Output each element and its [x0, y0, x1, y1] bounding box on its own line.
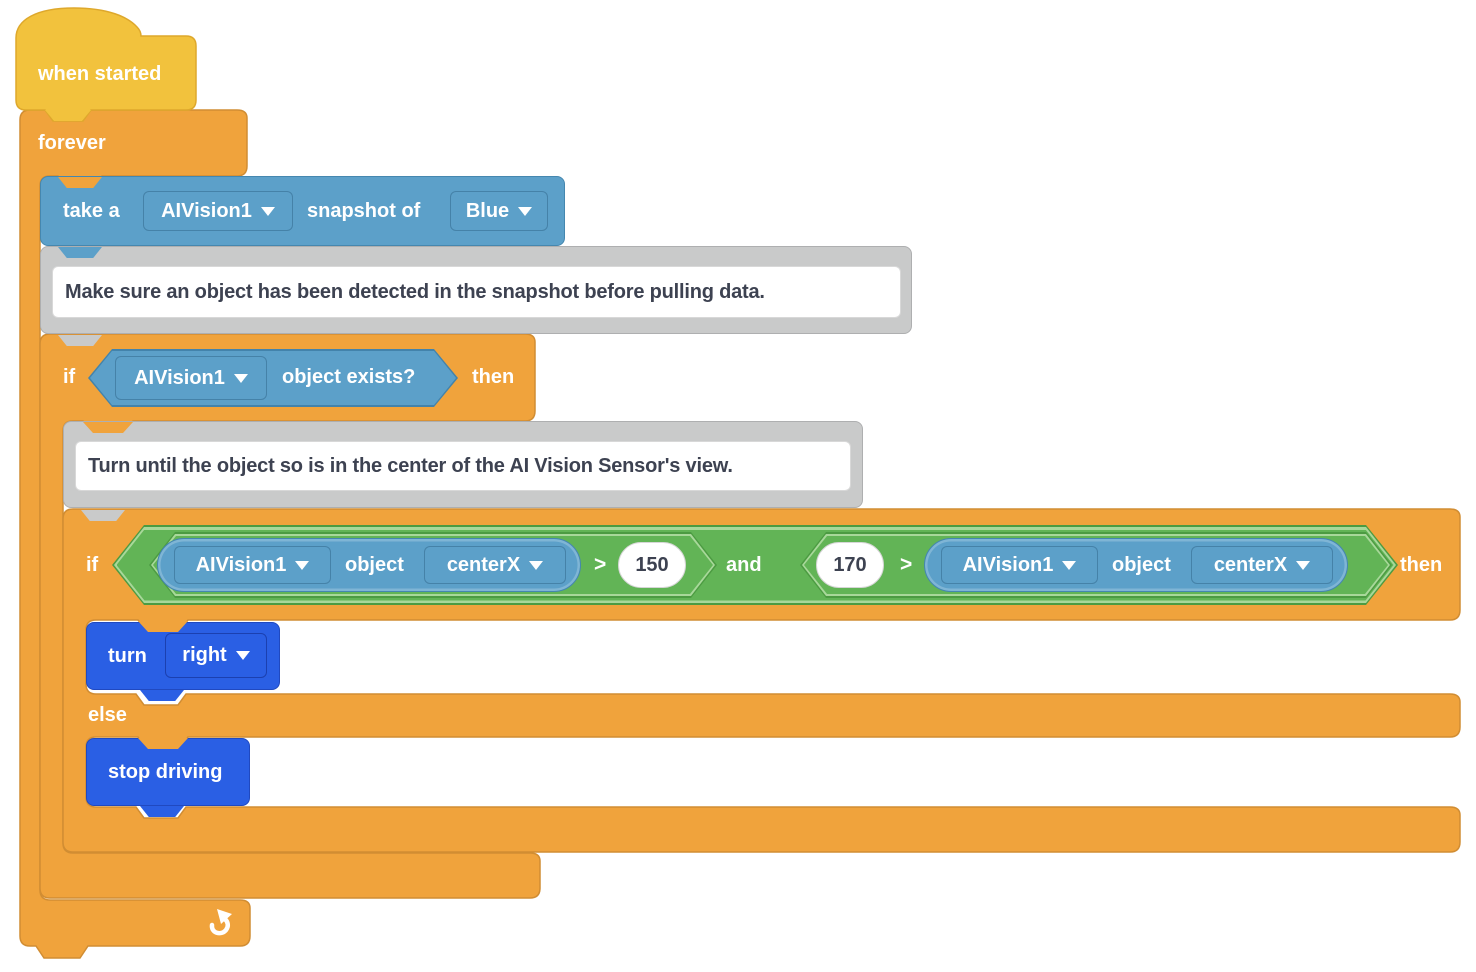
property-value: centerX — [1213, 553, 1288, 576]
dropdown-arrow-icon — [1062, 560, 1077, 570]
device-value: AIVision1 — [195, 553, 287, 576]
snapshot-bottom-tab — [58, 247, 102, 258]
loop-arrow-icon — [209, 909, 232, 936]
greater-symbol-right: > — [900, 553, 913, 576]
comment-center-text[interactable]: Turn until the object so is in the cente… — [75, 441, 851, 491]
dropdown-arrow-icon — [260, 206, 275, 216]
when-started-label: when started — [38, 62, 162, 85]
forever-mouth-tab — [58, 177, 102, 188]
color-signature-dropdown[interactable]: Blue — [450, 191, 548, 231]
property-value: centerX — [446, 553, 521, 576]
turn-direction-value: right — [182, 644, 227, 666]
exists-device-value: AIVision1 — [134, 366, 225, 389]
stop-driving-block[interactable] — [86, 738, 250, 806]
greater-symbol-left: > — [594, 553, 607, 576]
forever-block-shape — [19, 109, 251, 959]
vision-device-dropdown[interactable]: AIVision1 — [143, 191, 293, 231]
dropdown-arrow-icon — [529, 560, 544, 570]
property-dropdown-right[interactable]: centerX — [1191, 546, 1333, 584]
inner-if-label: if — [86, 553, 99, 576]
property-dropdown-left[interactable]: centerX — [424, 546, 566, 584]
hat-bottom-tab — [45, 110, 91, 121]
color-signature-value: Blue — [465, 199, 510, 222]
take-a-label: take a — [63, 199, 120, 222]
comment-detect-text[interactable]: Make sure an object has been detected in… — [52, 266, 901, 318]
exists-device-dropdown[interactable]: AIVision1 — [115, 356, 267, 400]
inner-then-label: then — [1400, 553, 1443, 576]
inner-if-mouth-tab — [138, 621, 188, 632]
threshold-input-150[interactable]: 150 — [618, 542, 686, 588]
outer-if-shape — [39, 333, 541, 899]
object-label-right: object — [1112, 553, 1171, 576]
turn-bottom-tab — [140, 690, 184, 701]
dropdown-arrow-icon — [233, 373, 248, 383]
dropdown-arrow-icon — [295, 560, 310, 570]
stop-bottom-tab — [140, 806, 184, 817]
stop-driving-label: stop driving — [108, 760, 223, 783]
else-label: else — [88, 703, 127, 726]
device-value: AIVision1 — [962, 553, 1054, 576]
snapshot-of-label: snapshot of — [307, 199, 421, 222]
object-label-left: object — [345, 553, 404, 576]
dropdown-arrow-icon — [1296, 560, 1311, 570]
turn-direction-dropdown[interactable]: right — [165, 633, 267, 678]
forever-label: forever — [38, 131, 106, 154]
object-exists-label: object exists? — [282, 365, 416, 388]
centerx-device-dropdown-left[interactable]: AIVision1 — [174, 546, 331, 584]
dropdown-arrow-icon — [235, 651, 250, 660]
outer-if-label: if — [63, 365, 76, 388]
dropdown-arrow-icon — [518, 206, 533, 216]
else-mouth-tab — [138, 738, 188, 749]
threshold-input-170[interactable]: 170 — [816, 542, 884, 588]
when-started-shape — [15, 7, 197, 122]
vision-device-value: AIVision1 — [161, 199, 252, 222]
comment1-bottom-tab — [58, 335, 102, 346]
and-label: and — [726, 553, 762, 576]
outer-then-label: then — [472, 365, 515, 388]
centerx-device-dropdown-right[interactable]: AIVision1 — [941, 546, 1098, 584]
comment2-bottom-tab — [81, 510, 125, 521]
outer-if-mouth-tab — [83, 422, 133, 433]
turn-label: turn — [108, 644, 147, 667]
